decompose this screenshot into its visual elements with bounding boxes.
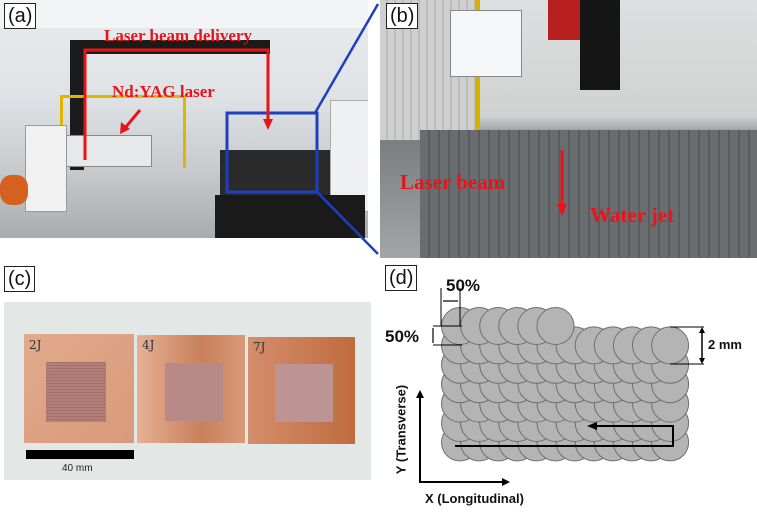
black-mount <box>580 0 620 90</box>
laser-spot-pattern <box>441 307 690 462</box>
annotation-water-jet: Water jet <box>590 203 675 227</box>
textured-area <box>46 362 106 422</box>
scan-path-arrowhead <box>587 422 597 430</box>
laser-spot <box>536 307 575 345</box>
cabinet <box>25 125 67 212</box>
monitor-unit <box>330 100 368 212</box>
zoom-region-box <box>225 111 319 194</box>
zoom-link-line <box>316 191 379 255</box>
orange-robot <box>0 175 28 205</box>
laser-unit <box>60 135 152 167</box>
spot-size-label: 2 mm <box>708 337 742 352</box>
copper-samples-photo: 2J 4J 7J 40 mm <box>4 302 371 480</box>
annotation-laser-beam: Laser beam <box>400 170 506 194</box>
scale-bar-label: 40 mm <box>62 463 93 474</box>
scan-path <box>455 425 674 447</box>
sample-2j <box>24 334 134 443</box>
sample-4j <box>137 335 245 443</box>
annotation-laser-beam-delivery: Laser beam delivery <box>104 26 252 45</box>
sample-label-4j: 4J <box>142 338 155 352</box>
y-axis-label: Y (Transverse) <box>393 384 409 475</box>
info-poster <box>450 10 522 77</box>
panel-label-c: (c) <box>4 266 36 292</box>
scale-bar <box>26 450 134 459</box>
beam-delivery-arrow <box>83 48 270 160</box>
overlap-y-label: 50% <box>385 327 420 346</box>
lab-photo-laser-system <box>0 0 368 238</box>
textured-area <box>275 364 333 422</box>
sample-label-7j: 7J <box>253 340 266 354</box>
laser-spot <box>651 326 690 365</box>
sample-label-2j: 2J <box>29 338 42 352</box>
annotation-nd-yag-laser: Nd:YAG laser <box>112 82 215 101</box>
nd-yag-arrow <box>123 109 142 129</box>
overlap-x-label: 50% <box>446 276 481 295</box>
ceiling <box>0 0 368 28</box>
closeup-photo-water-jet <box>380 0 757 258</box>
x-axis-label: X (Longitudinal) <box>425 491 524 506</box>
textured-area <box>165 363 223 421</box>
laser-head <box>548 0 580 40</box>
panel-label-d: (d) <box>385 265 418 291</box>
water-tank <box>420 130 757 258</box>
panel-label-b: (b) <box>386 3 419 29</box>
sample-7j <box>248 337 355 444</box>
panel-label-a: (a) <box>4 3 37 29</box>
zoom-link-line <box>313 3 380 114</box>
